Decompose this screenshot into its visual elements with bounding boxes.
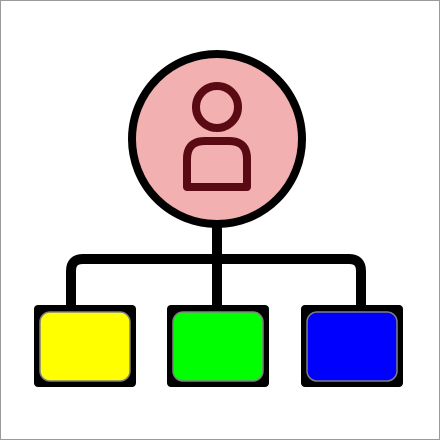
bus-connector <box>66 254 366 307</box>
connectors <box>66 221 366 307</box>
child-node-1 <box>34 305 136 387</box>
child-box-blue <box>306 311 398 382</box>
child-box-yellow <box>39 311 131 382</box>
user-icon <box>183 82 251 191</box>
child-node-3 <box>301 305 403 387</box>
root-node <box>128 50 306 228</box>
child-node-2 <box>167 305 269 387</box>
child-box-green <box>172 311 264 382</box>
